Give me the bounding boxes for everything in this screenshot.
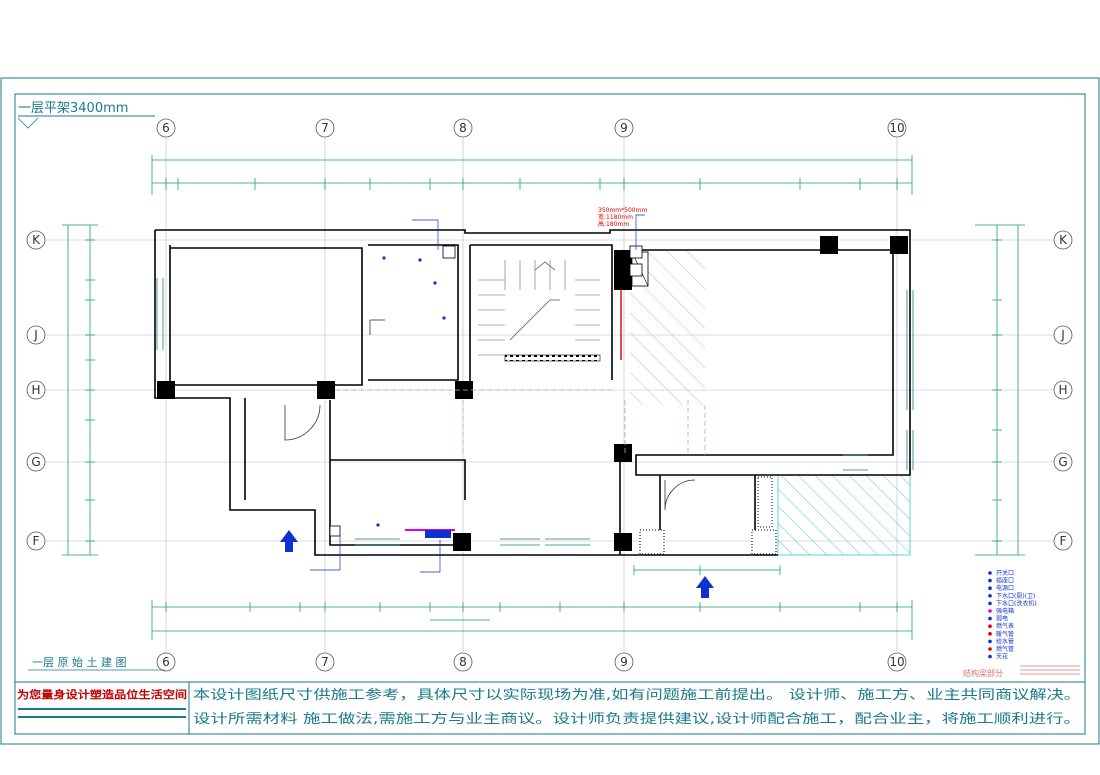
entry-arrow-icon — [696, 576, 714, 598]
legend-item-label: 强电箱 — [996, 607, 1014, 615]
walls — [154, 229, 911, 556]
beam-note-swatch — [1020, 665, 1080, 675]
legend-item-label: 开关口 — [996, 569, 1014, 577]
footer-label: 一层 原 始 土 建 图 — [32, 655, 126, 669]
grid-label-row: F — [1060, 534, 1067, 548]
legend-item-label: 弱电 — [996, 615, 1008, 623]
legend-item-label: 插座口 — [996, 577, 1014, 585]
window-callout-height: 高:180mm — [598, 220, 629, 228]
grid-label-row: H — [31, 383, 40, 397]
header-marker — [17, 117, 39, 129]
legend-item-label: 给水管 — [996, 637, 1014, 645]
stone-block — [757, 476, 773, 528]
grid-bubbles-right: K J H G F — [1053, 230, 1073, 551]
window-callout-width: 宽:1180mm — [598, 213, 633, 221]
header-label: 一层平架3400mm — [18, 101, 128, 116]
grid-label-row: G — [31, 455, 40, 469]
legend-symbol-icon — [988, 609, 992, 613]
note-line-2: 设计所需材料 施工做法,需施工方与业主商议。设计师负责提供建议,设计师配合施工，… — [193, 711, 1081, 727]
grid-label-row: J — [1060, 328, 1065, 342]
grid-label-col: 10 — [889, 121, 904, 135]
stone-block — [751, 529, 777, 555]
staircase — [478, 260, 601, 362]
outlet-dots — [376, 256, 446, 527]
windows — [156, 278, 914, 546]
beam-size-callout: 350mm*500mm — [598, 207, 647, 214]
callout-leaders — [310, 214, 645, 573]
grid-label-col: 10 — [889, 655, 904, 669]
inner-frame — [14, 93, 1086, 735]
stone-block — [639, 529, 665, 555]
legend-item-label: 燃气表 — [996, 622, 1014, 630]
legend-symbol-icon — [988, 578, 992, 583]
balcony-hatch — [777, 474, 911, 556]
grid-label-row: H — [1058, 383, 1067, 397]
electrical-box — [425, 530, 451, 538]
grid-label-col: 8 — [459, 121, 467, 135]
grid-label-col: 6 — [162, 655, 170, 669]
grid-bubbles-left: K J H G F — [26, 230, 46, 551]
legend-symbol-icon — [988, 624, 992, 628]
grid-label-col: 9 — [620, 121, 628, 135]
legend-item-label: 天花 — [996, 653, 1008, 661]
legend-symbol-icon — [988, 586, 992, 590]
grid-label-row: F — [33, 534, 40, 548]
grid-label-row: J — [33, 328, 38, 342]
legend-symbol-icon — [988, 571, 992, 575]
grid-bubbles-top: 6 7 8 9 10 — [156, 118, 907, 138]
grid-label-col: 7 — [321, 655, 329, 669]
note-line-1: 本设计图纸尺寸供施工参考，具体尺寸以实际现场为准,如有问题施工前提出。 设计师、… — [193, 687, 1081, 703]
grid-bubbles-bottom: 6 7 8 9 10 — [156, 652, 907, 672]
legend-symbol-icon — [988, 632, 992, 636]
entry-arrow-icon — [280, 530, 298, 552]
dimension-lines — [62, 155, 1025, 640]
legend-symbol-icon — [988, 601, 992, 606]
grid-label-row: K — [1059, 233, 1068, 247]
grid-label-row: G — [1058, 455, 1067, 469]
legend-item-label: 燃气管 — [996, 645, 1014, 653]
grid-label-col: 6 — [162, 121, 170, 135]
grid-label-col: 7 — [321, 121, 329, 135]
legend-item-label: 电源口 — [996, 584, 1014, 592]
legend-symbol-icon — [988, 594, 992, 598]
legend-item-label: 暖气管 — [996, 630, 1014, 638]
grid-lines — [45, 138, 1055, 652]
legend-symbol-icon — [988, 616, 992, 621]
grid-label-row: K — [32, 233, 41, 247]
legend-symbol-icon — [988, 647, 992, 651]
outer-frame — [0, 77, 1100, 745]
fixtures — [329, 245, 643, 537]
structural-columns — [157, 236, 908, 551]
doors — [284, 319, 696, 511]
grid-label-col: 9 — [620, 655, 628, 669]
legend-symbol-icon — [988, 639, 992, 644]
legend-symbol-icon — [988, 654, 992, 659]
legend-item-label: 下水口(厨)(卫) — [996, 592, 1035, 600]
grid-label-col: 8 — [459, 655, 467, 669]
brand-fine-print — [18, 708, 186, 718]
beam-lines — [335, 389, 706, 455]
symbol-legend: 开关口插座口电源口下水口(厨)(卫)下水口(洗衣机)强电箱弱电燃气表暖气管给水管… — [988, 569, 1037, 661]
hatch-zone — [630, 250, 705, 405]
title-block — [14, 681, 1086, 735]
legend-item-label: 下水口(洗衣机) — [996, 599, 1037, 607]
beam-note: 结构梁部分 — [963, 668, 1003, 678]
brand-line: 为您量身设计塑造品位生活空间 — [17, 688, 187, 701]
